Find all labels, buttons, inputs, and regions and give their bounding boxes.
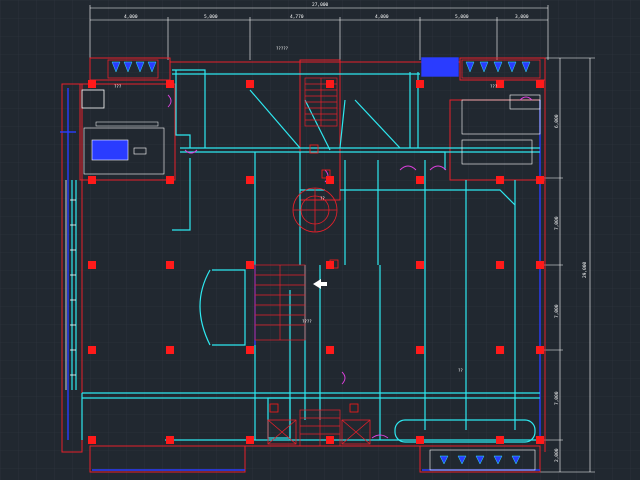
dim-top-5: 5,000 [455,14,469,20]
room-tag-4: ?? [458,368,463,373]
column-marker [416,80,424,88]
dim-overall-top: 27,000 [312,2,329,8]
left-window-marks [65,180,76,390]
column-marker [166,80,174,88]
dim-top-4: 4,000 [375,14,389,20]
dim-top-6: 3,000 [515,14,529,20]
toilet-block-bottom [429,449,536,471]
right-dimension-lines [540,57,595,473]
column-marker [246,80,254,88]
equipment-marks [269,144,359,413]
dim-top-3: 4,770 [290,14,304,20]
column-marker [166,346,174,354]
column-marker [536,346,544,354]
dim-right-3: 7,000 [554,304,560,318]
column-marker [326,80,334,88]
column-marker [88,346,96,354]
room-tag-3: ?? [320,196,325,201]
column-marker [88,176,96,184]
elevator-boxes [267,419,371,445]
column-marker [536,80,544,88]
stair-top [304,77,338,127]
column-marker [246,346,254,354]
column-marker [416,436,424,444]
column-marker [416,261,424,269]
column-marker [88,261,96,269]
structural-columns [88,80,544,444]
north-arrow-icon [313,279,327,289]
building-walls [61,57,546,473]
column-marker [326,436,334,444]
door-swings [167,94,533,439]
column-marker [166,176,174,184]
column-marker [416,176,424,184]
column-marker [536,436,544,444]
column-marker [326,176,334,184]
dim-right-4: 7,000 [554,391,560,405]
room-tag-5: ???? [302,319,312,324]
note-stair: ????? [276,46,289,51]
column-marker [416,346,424,354]
dim-overall-right: 29,000 [582,261,588,278]
stair-middle [254,264,306,341]
column-marker [166,261,174,269]
column-marker [536,176,544,184]
room-tag-2: ??? [490,84,498,89]
room-tag-1: ??? [114,84,122,89]
column-marker [496,436,504,444]
column-marker [496,176,504,184]
top-dimension-lines [89,5,549,60]
column-marker [536,261,544,269]
dim-right-1: 6,000 [554,114,560,128]
dim-top-1: 4,000 [124,14,138,20]
column-marker [88,80,96,88]
column-marker [88,436,96,444]
stair-bottom [299,409,341,447]
column-marker [326,346,334,354]
column-marker [246,261,254,269]
column-marker [246,436,254,444]
column-marker [496,80,504,88]
circular-element [292,187,338,233]
column-marker [246,176,254,184]
toilet-block-left [81,59,165,175]
column-marker [496,261,504,269]
dim-right-2: 7,000 [554,216,560,230]
toilet-block-right [461,59,541,165]
dim-right-5: 2,000 [554,448,560,462]
dim-top-2: 5,000 [204,14,218,20]
column-marker [496,346,504,354]
column-marker [166,436,174,444]
